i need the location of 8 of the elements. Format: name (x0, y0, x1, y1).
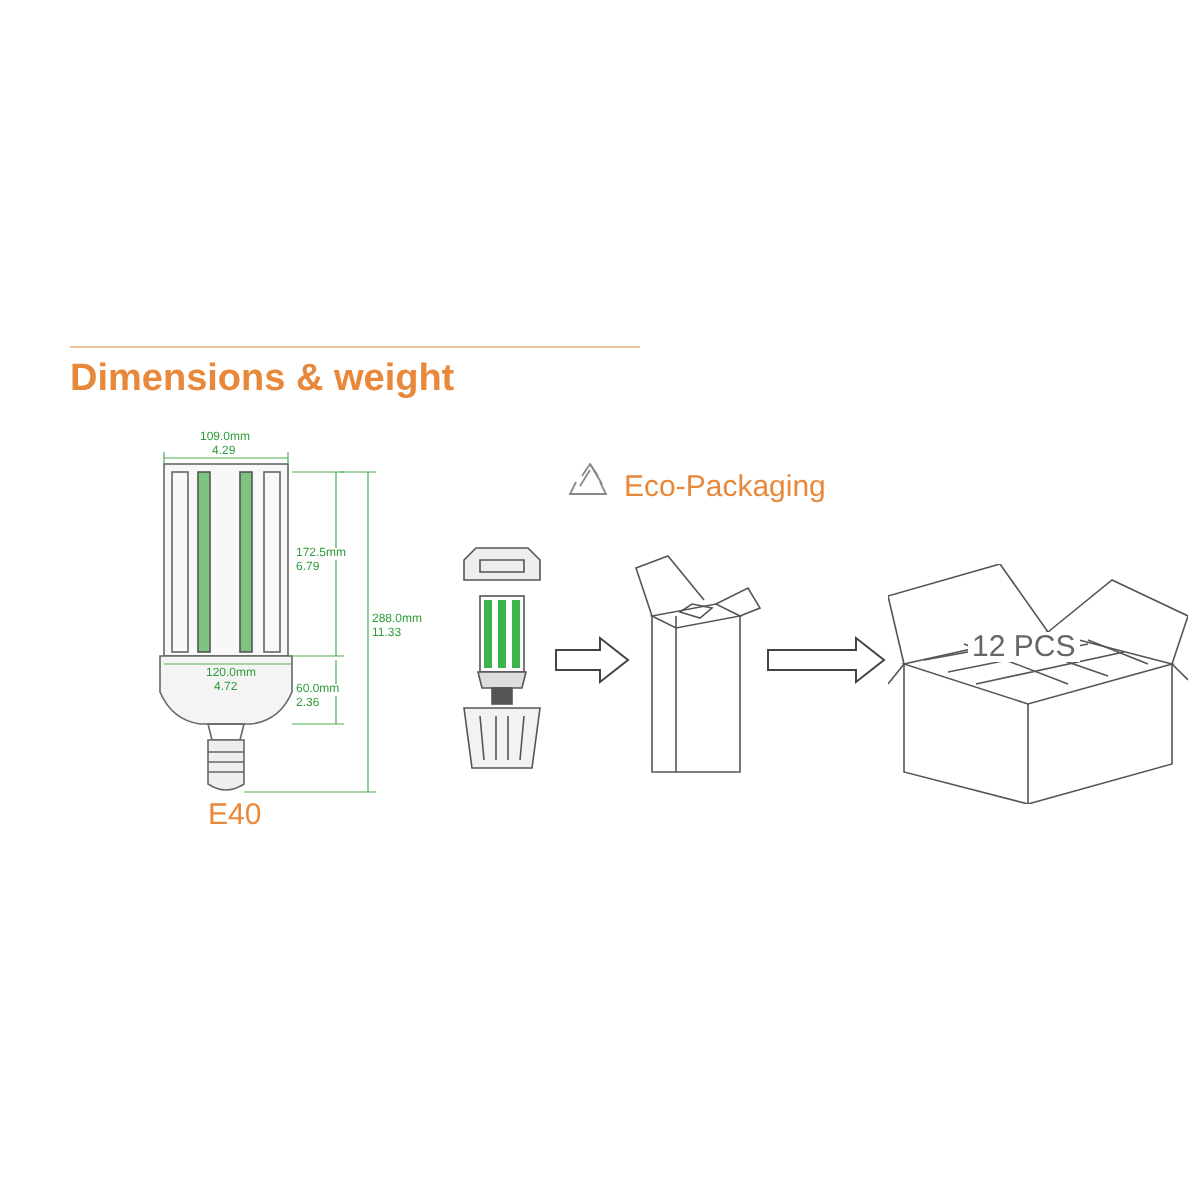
block-arrow (767, 635, 886, 685)
section-heading: Dimensions & weight (70, 356, 455, 404)
section-heading: Eco-Packaging (624, 472, 826, 502)
shipping-carton (888, 564, 1188, 804)
socket-type-label: E40 (208, 800, 262, 830)
block-arrow (555, 635, 630, 685)
quantity-text: 12 PCS (968, 632, 1080, 662)
product-box-drawing (632, 552, 764, 776)
